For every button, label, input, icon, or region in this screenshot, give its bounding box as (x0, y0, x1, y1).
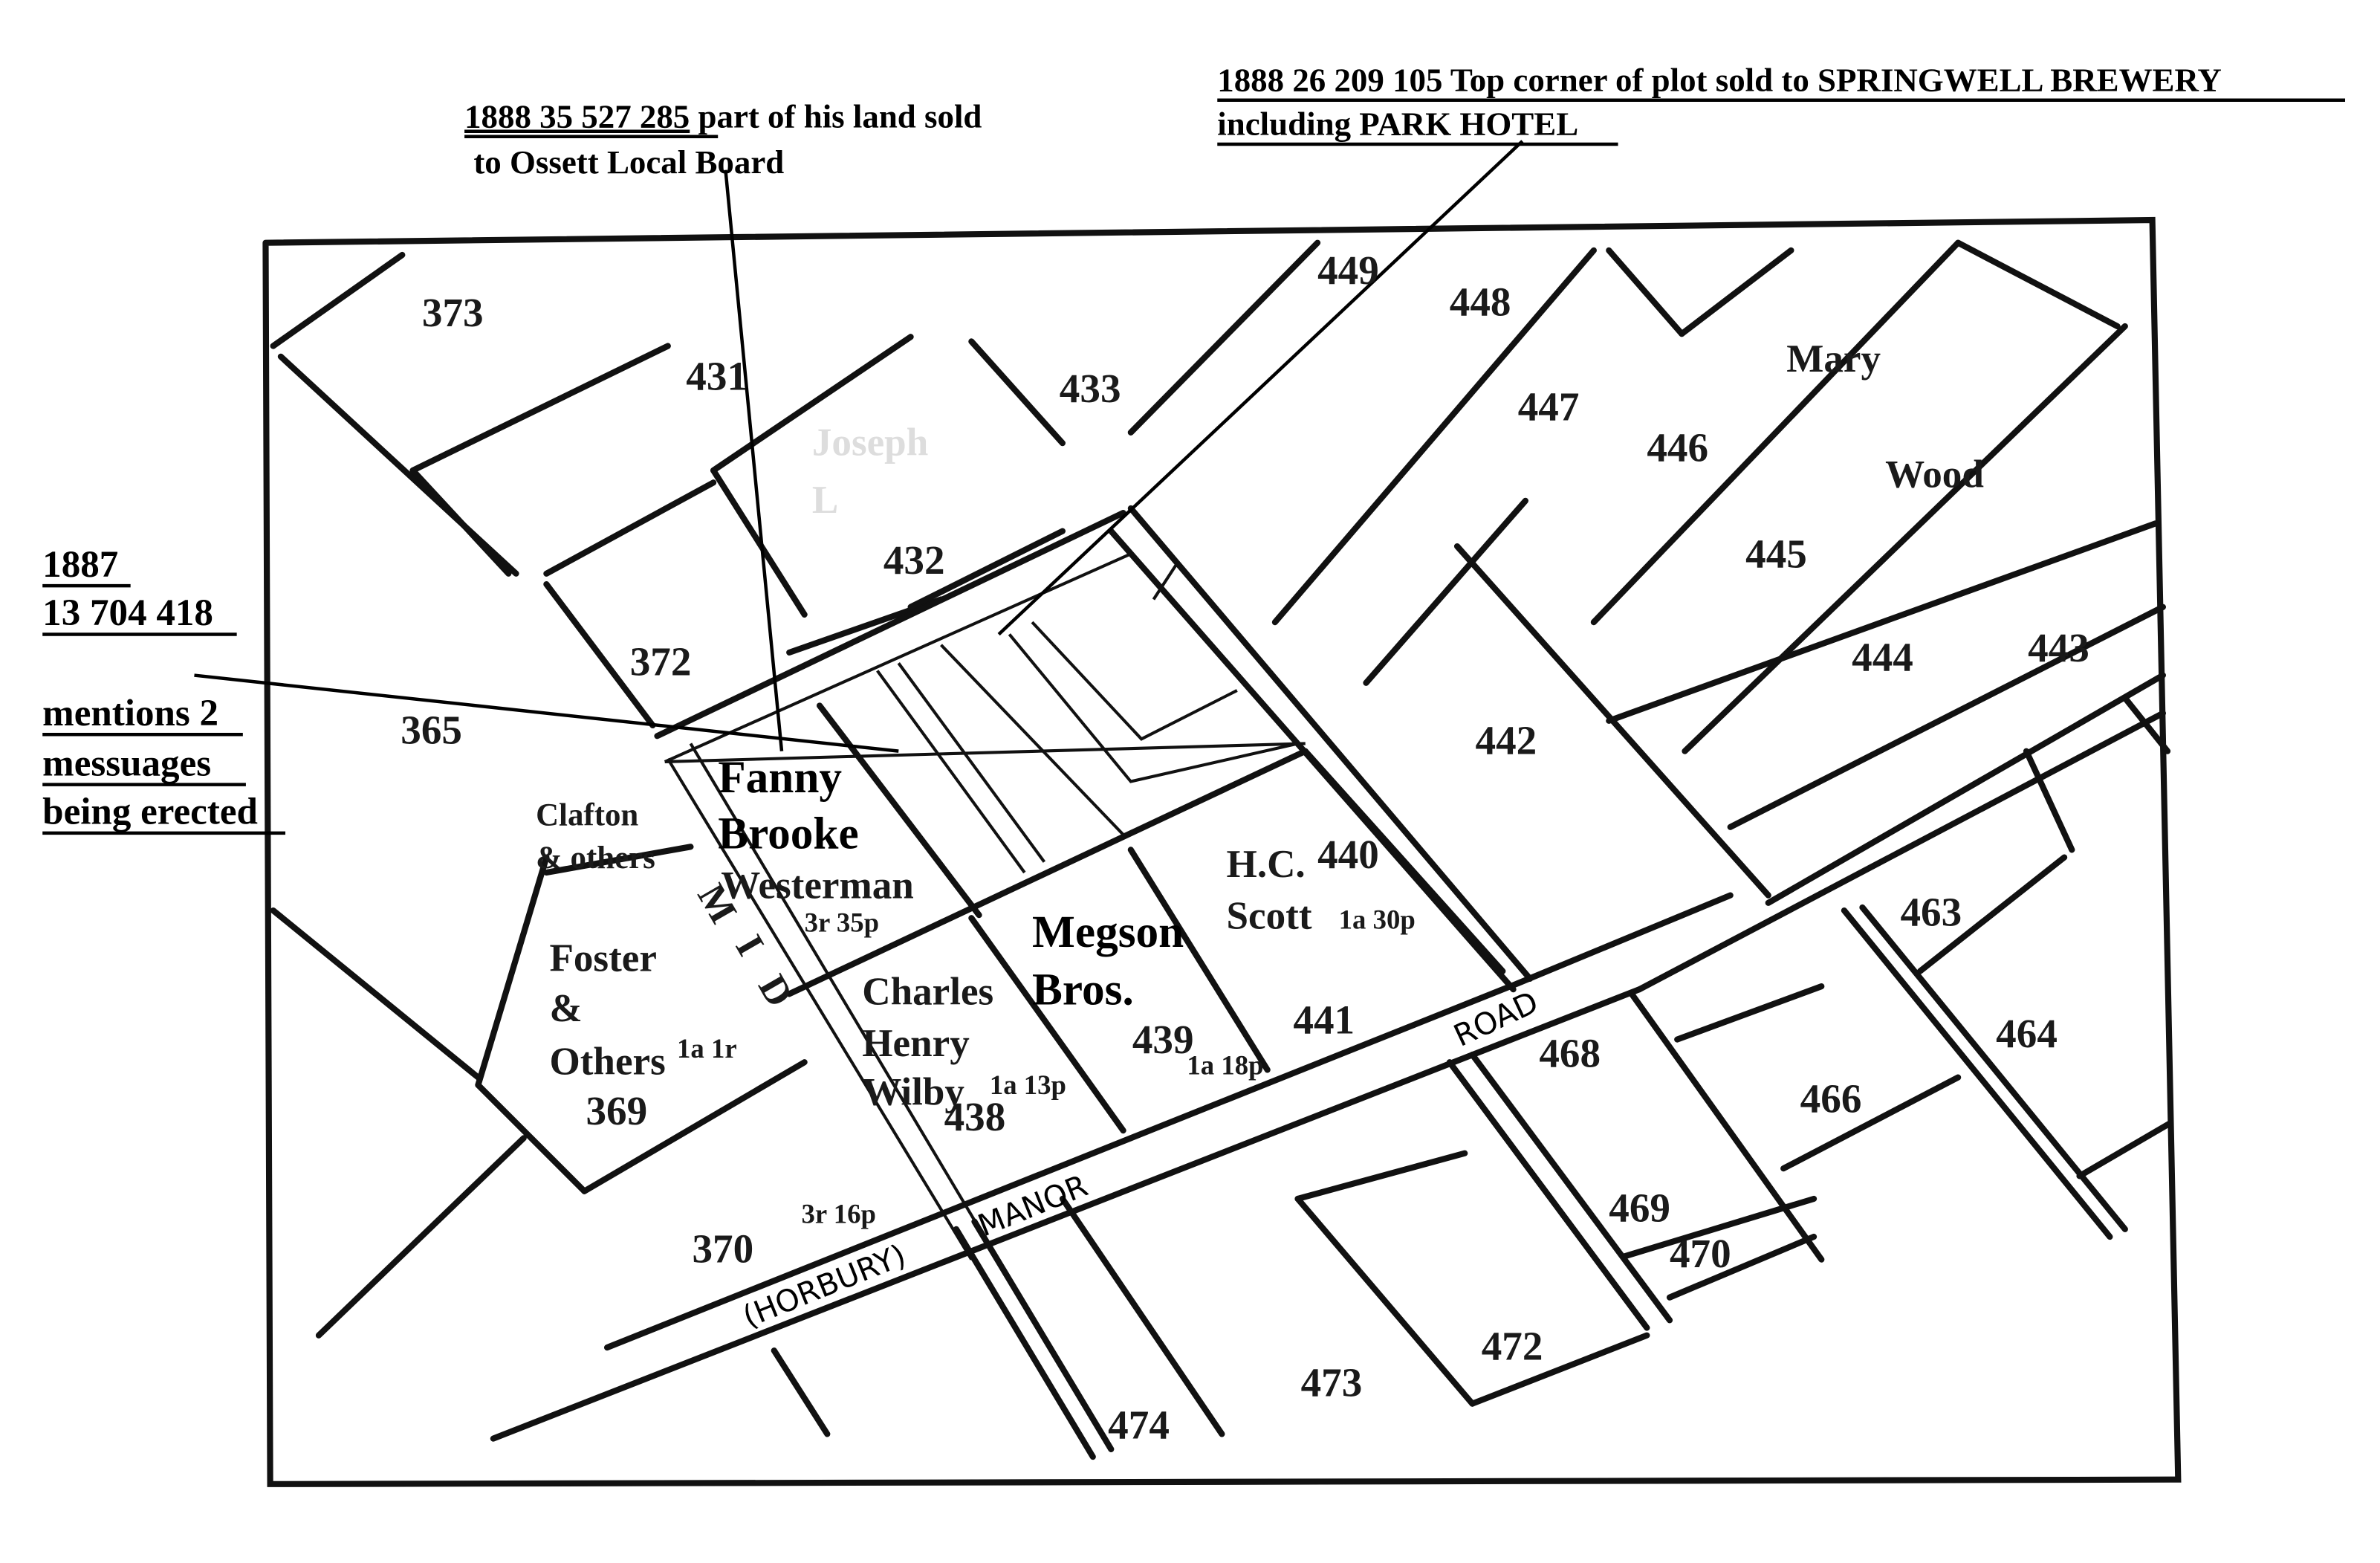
owner-fanny-brooke: Brooke (718, 808, 858, 858)
plot-number: 473 (1301, 1359, 1363, 1405)
owner-mary-wood: Wood (1885, 453, 1984, 496)
owner-westerman: Westerman (721, 864, 913, 907)
annotation-year: 1887 (42, 544, 118, 586)
owner-hc-scott: H.C. (1227, 843, 1306, 886)
owner-megson-bros: Bros. (1032, 965, 1134, 1015)
plot-number: 464 (1996, 1011, 2058, 1056)
plot-number: 433 (1060, 366, 1121, 411)
plot-number: 440 (1317, 832, 1379, 877)
annotation-text: being erected (42, 792, 258, 833)
area-370: 3r 16p (802, 1199, 876, 1229)
plot-number: 441 (1293, 997, 1355, 1042)
area-foster: 1a 1r (677, 1033, 737, 1064)
plot-number: 466 (1800, 1076, 1862, 1122)
area-megson: 1a 18p (1187, 1050, 1263, 1081)
road-label-mid: D (750, 968, 801, 1014)
owner-charles-wilby: Charles (862, 971, 993, 1014)
plot-number: 370 (692, 1226, 753, 1272)
annotation-ref: 13 704 418 (42, 592, 213, 634)
plot-boundaries (270, 239, 2174, 1460)
annotation-left: 1887 13 704 418 mentions 2 messuages bei… (42, 544, 286, 835)
annotation-text: part of his land sold (690, 98, 982, 135)
plot-number: 447 (1518, 384, 1580, 430)
svg-text:1888 35 527 285 part of his la: 1888 35 527 285 part of his land sold (464, 98, 982, 135)
plot-number: 439 (1132, 1017, 1194, 1062)
annotation-top-left: 1888 35 527 285 part of his land sold to… (464, 98, 982, 181)
annotation-text: including PARK HOTEL (1217, 106, 1578, 143)
plot-number: 373 (422, 290, 484, 335)
annotation-text: to Ossett Local Board (473, 143, 784, 181)
leader-lines (194, 140, 1524, 753)
plot-number: 369 (586, 1088, 647, 1133)
owner-clafton: & others (536, 841, 655, 876)
plot-number: 372 (630, 639, 692, 685)
plot-number: 468 (1539, 1030, 1601, 1075)
faint-owner: L (812, 479, 838, 522)
owner-megson-bros: Megson (1032, 907, 1184, 957)
annotation-top-right: 1888 26 209 105 Top corner of plot sold … (1217, 62, 2346, 146)
plot-number: 472 (1482, 1323, 1543, 1368)
owner-foster: Others (549, 1041, 665, 1084)
plot-number: 470 (1670, 1231, 1731, 1276)
owner-charles-wilby: Henry (862, 1022, 970, 1065)
plot-number: 438 (944, 1094, 1006, 1139)
faint-owner: Joseph (812, 421, 928, 465)
area-hc-scott: 1a 30p (1339, 905, 1416, 935)
annotation-text: mentions 2 (42, 693, 218, 734)
plot-number: 431 (686, 354, 748, 399)
annotation-text: messuages (42, 742, 211, 784)
plot-number: 448 (1450, 279, 1511, 325)
area-charles: 1a 13p (990, 1069, 1066, 1100)
plot-number: 463 (1900, 889, 1962, 934)
plot-numbers: 373 431 433 449 448 447 446 445 444 443 … (401, 247, 2089, 1448)
plot-number: 365 (401, 707, 462, 752)
owner-clafton: Clafton (536, 798, 638, 833)
plot-number: 443 (2028, 625, 2089, 670)
plot-number: 446 (1647, 425, 1708, 470)
road-label-mid: I (727, 928, 772, 963)
plot-number: 469 (1609, 1185, 1670, 1231)
area-westerman: 3r 35p (805, 907, 879, 938)
plot-number: 445 (1745, 531, 1807, 577)
plot-number: 449 (1317, 247, 1379, 293)
annotation-ref: 1888 35 527 285 (464, 98, 690, 135)
plot-number: 432 (883, 537, 945, 583)
owner-mary-wood: Mary (1786, 337, 1881, 381)
annotation-text: 1888 26 209 105 Top corner of plot sold … (1217, 62, 2222, 99)
map-frame (262, 216, 2182, 1487)
owner-hc-scott: Scott (1227, 895, 1312, 938)
owner-fanny-brooke: Fanny (718, 752, 842, 803)
owner-charles-wilby: Wilby (862, 1070, 964, 1113)
owner-labels: Fanny Brooke Westerman 3r 35p Clafton & … (536, 337, 1984, 1229)
owner-foster: Foster (549, 937, 656, 980)
plot-number: 474 (1108, 1402, 1170, 1448)
owner-foster: & (549, 987, 582, 1030)
plot-number: 442 (1476, 718, 1537, 763)
plot-number: 444 (1852, 634, 1913, 679)
